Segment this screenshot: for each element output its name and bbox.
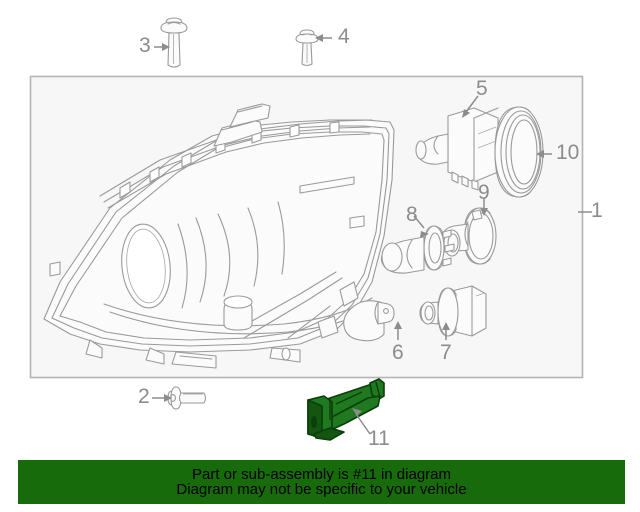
callout-label-2: 2 [138,385,150,408]
callout-label-3: 3 [139,34,151,57]
callout-label-9: 9 [478,181,490,204]
callout-leaders [152,34,592,435]
part-bolt-long [160,17,188,68]
callout-label-11: 11 [368,427,390,450]
part-screw-lower [167,386,207,410]
notice-line-secondary: Diagram may not be specific to your vehi… [176,481,467,498]
part-ballast-igniter [415,107,499,191]
part-notice-banner: Part or sub-assembly is #11 in diagram D… [18,460,625,504]
notice-line-primary: Part or sub-assembly is #11 in diagram [192,465,451,483]
part-bulb-wedge [343,300,395,342]
callout-label-4: 4 [338,25,350,48]
part-bulb-halogen [380,225,455,274]
part-bracket-highlighted [307,378,385,441]
callout-label-7: 7 [440,341,452,364]
part-bolt-short [295,29,319,67]
part-socket-connector [419,285,487,337]
callout-label-10: 10 [556,141,580,164]
callout-label-5: 5 [476,77,488,100]
callout-label-6: 6 [392,341,404,364]
callout-label-1: 1 [591,199,603,222]
callout-label-8: 8 [406,203,418,226]
part-sealing-cap [494,106,544,198]
part-headlight-assembly [43,103,395,369]
